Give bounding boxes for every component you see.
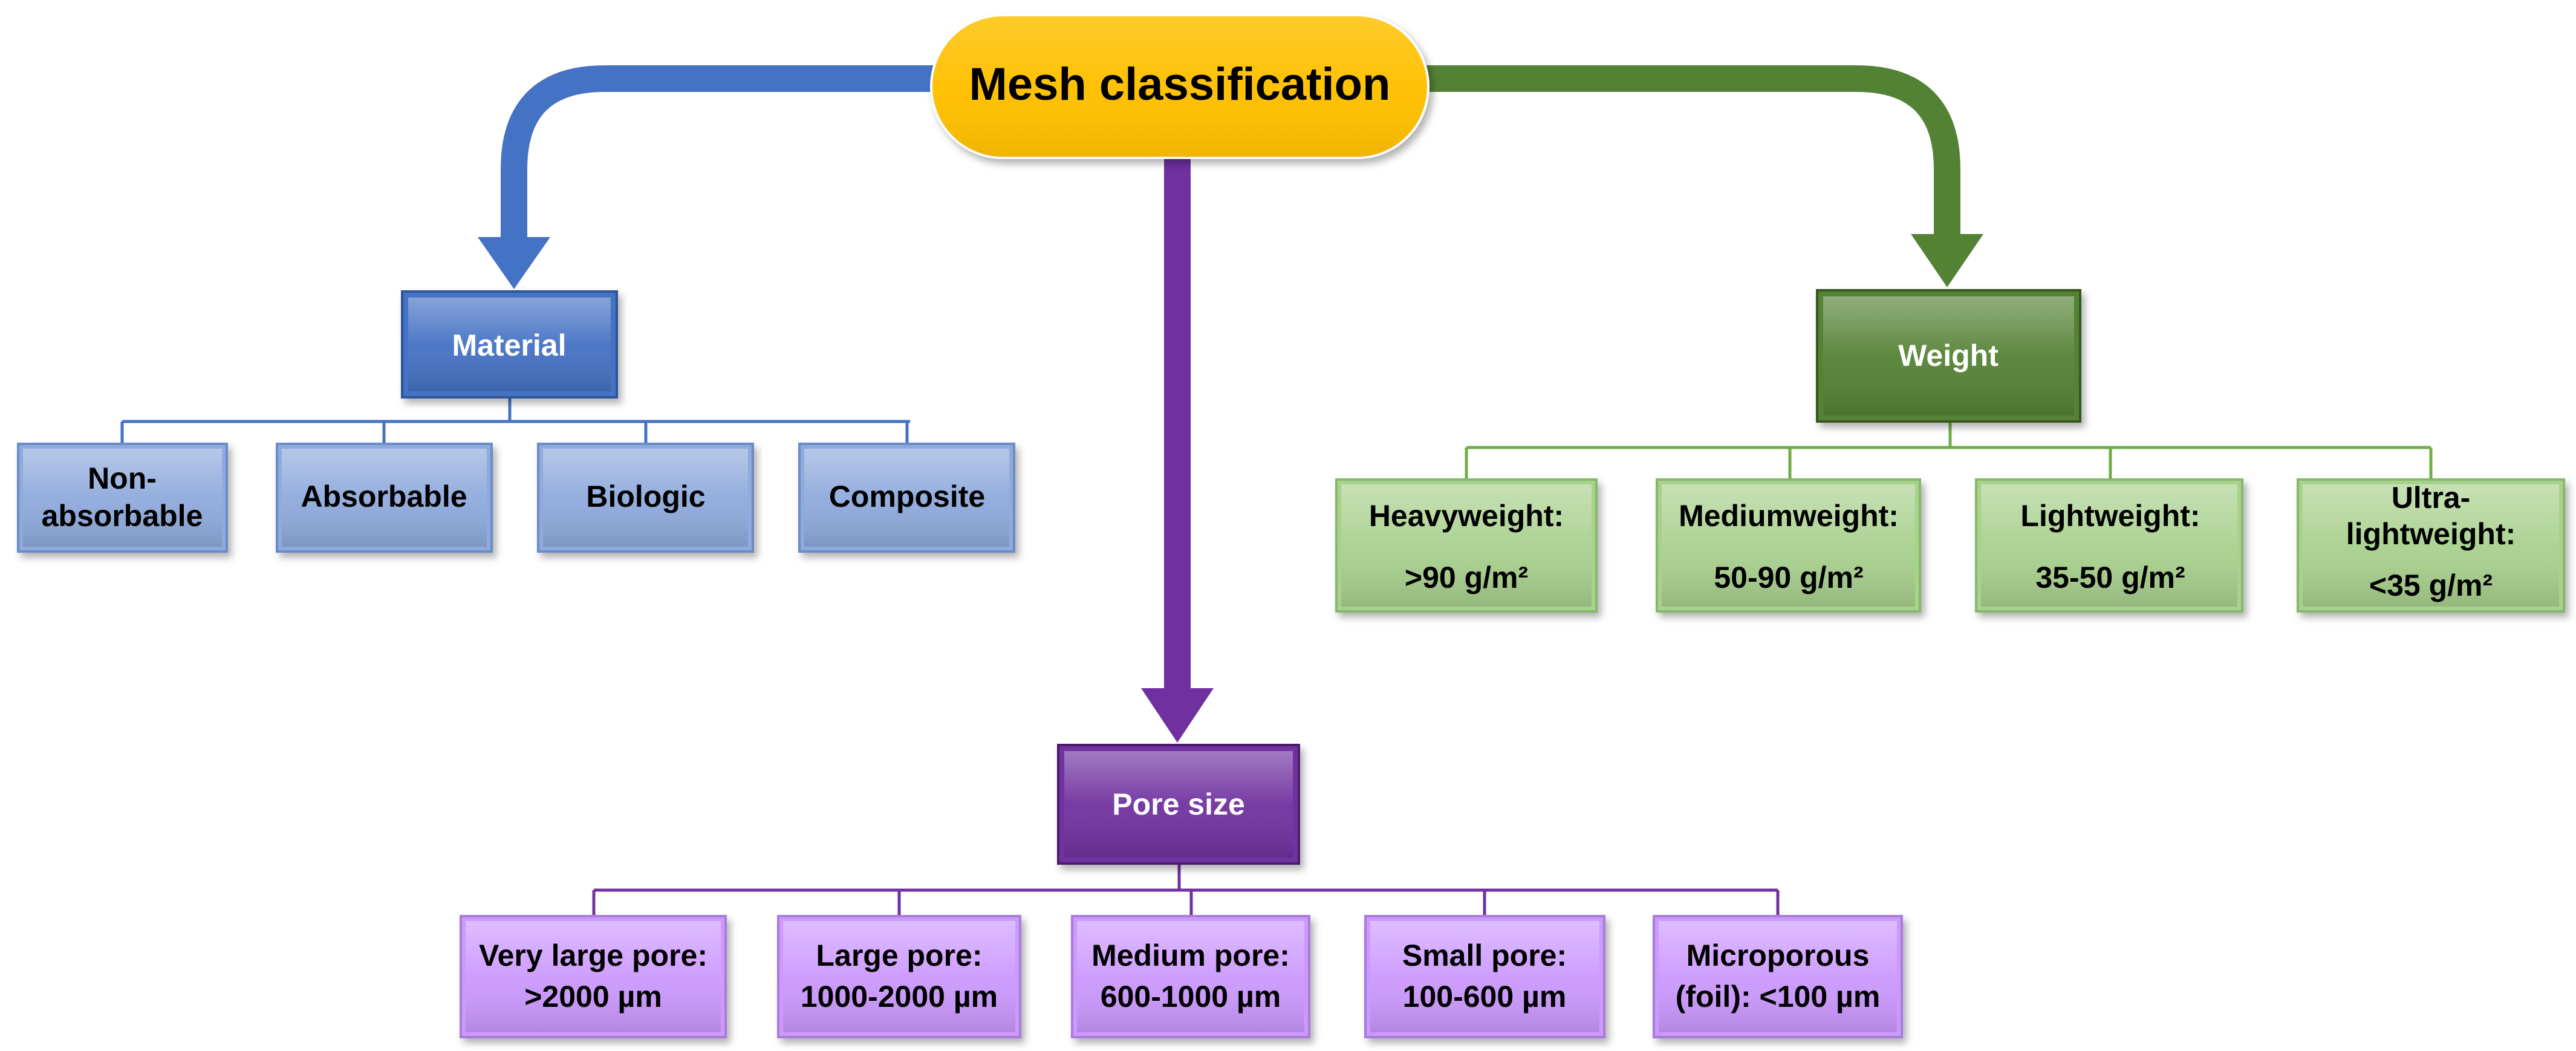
pore-children: Very large pore: >2000 µm Large pore: 10… [460,915,1903,1038]
leaf-line: 1000-2000 µm [801,980,998,1014]
pore-leaf-microporous: Microporous (foil): <100 µm [1653,915,1903,1038]
leaf-line: absorbable [42,499,203,533]
arrow-to-material [478,65,943,289]
leaf-line: Absorbable [301,480,467,513]
weight-label: Weight [1898,339,1999,373]
weight-leaf-mediumweight: Mediumweight: 50-90 g/m² [1656,478,1921,613]
material-leaf-absorbable: Absorbable [276,443,493,553]
pore-size-label: Pore size [1112,787,1245,821]
leaf-line: Very large pore: [479,939,707,972]
material-leaf-biologic: Biologic [537,443,754,553]
leaf-line: 50-90 g/m² [1714,561,1863,594]
root-title: Mesh classification [969,59,1391,110]
weight-leaf-ultra-lightweight: Ultra- lightweight: <35 g/m² [2297,478,2565,613]
leaf-line: (foil): <100 µm [1676,980,1881,1014]
leaf-line: Lightweight: [2020,499,2200,533]
weight-connectors [1465,421,2433,480]
material-node: Material [401,290,618,399]
material-children: Non- absorbable Absorbable Biologic Comp… [17,443,1015,553]
pore-leaf-large: Large pore: 1000-2000 µm [777,915,1021,1038]
leaf-line: 600-1000 µm [1101,980,1281,1014]
weight-children: Heavyweight: >90 g/m² Mediumweight: 50-9… [1335,478,2565,613]
pore-leaf-medium: Medium pore: 600-1000 µm [1071,915,1310,1038]
material-label: Material [452,328,567,362]
material-connectors [120,397,910,444]
material-leaf-non-absorbable: Non- absorbable [17,443,228,553]
pore-connectors [592,864,1780,916]
leaf-line: 35-50 g/m² [2035,561,2185,594]
weight-node: Weight [1816,289,2081,423]
pore-leaf-very-large: Very large pore: >2000 µm [460,915,727,1038]
leaf-line: Composite [829,480,985,513]
leaf-line: 100-600 µm [1403,980,1567,1014]
arrow-to-pore-size [1141,157,1214,743]
leaf-line: Heavyweight: [1369,499,1564,533]
leaf-line: Microporous [1686,939,1870,972]
material-leaf-composite: Composite [798,443,1015,553]
pore-size-node: Pore size [1057,744,1300,865]
leaf-line: Biologic [586,480,705,513]
weight-leaf-heavyweight: Heavyweight: >90 g/m² [1335,478,1598,613]
leaf-line: Medium pore: [1091,939,1290,972]
weight-leaf-lightweight: Lightweight: 35-50 g/m² [1975,478,2243,613]
leaf-line: Small pore: [1402,939,1567,972]
leaf-line: <35 g/m² [2369,568,2493,602]
leaf-line: Large pore: [816,939,982,972]
leaf-line: lightweight: [2346,517,2516,551]
arrow-to-weight [1415,65,1983,287]
leaf-line: >90 g/m² [1405,561,1528,594]
leaf-line: >2000 µm [524,980,662,1014]
leaf-line: Mediumweight: [1679,499,1899,533]
leaf-line: Ultra- [2392,481,2471,515]
root-node: Mesh classification [930,14,1429,159]
pore-leaf-small: Small pore: 100-600 µm [1364,915,1605,1038]
leaf-line: Non- [88,461,157,495]
